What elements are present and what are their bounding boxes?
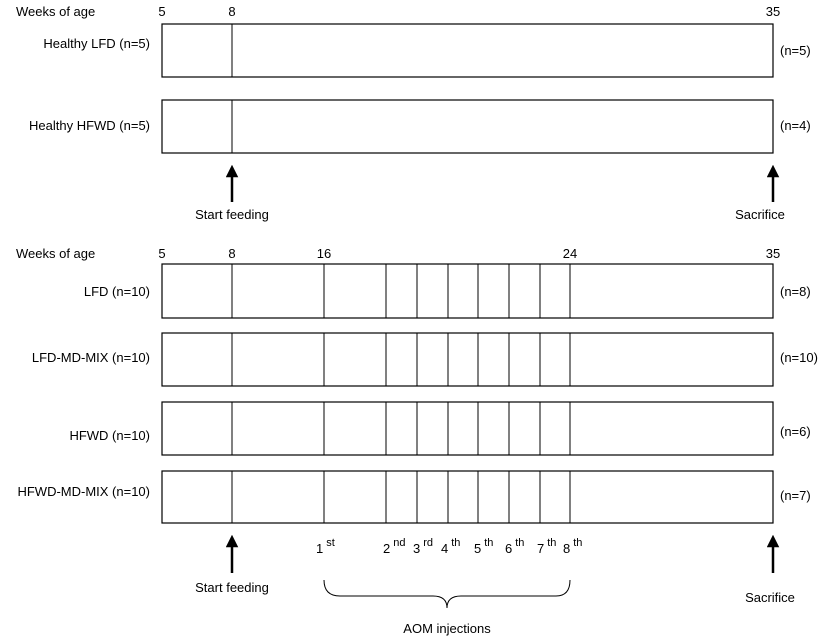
bar-healthy-hfwd — [161, 99, 774, 154]
aom-injections-label: AOM injections — [403, 621, 491, 636]
bottom-week-5: 5 — [158, 246, 165, 261]
bottom-week-8: 8 — [228, 246, 235, 261]
final-n-healthy-hfwd: (n=4) — [780, 118, 811, 133]
group-label-healthy-hfwd: Healthy HFWD (n=5) — [29, 118, 150, 133]
group-label-lfd-md-mix: LFD-MD-MIX (n=10) — [32, 350, 150, 365]
bottom-sacrifice-label: Sacrifice — [745, 590, 795, 605]
final-n-lfd-md-mix: (n=10) — [780, 350, 818, 365]
top-start-feeding-label: Start feeding — [195, 207, 269, 222]
top-week-8: 8 — [228, 4, 235, 19]
bottom-week-24: 24 — [563, 246, 577, 261]
final-n-hfwd: (n=6) — [780, 424, 811, 439]
group-label-lfd: LFD (n=10) — [84, 284, 150, 299]
bar-lfd-md-mix — [161, 332, 774, 387]
bottom-axis-label: Weeks of age — [16, 246, 95, 261]
bottom-start-feeding-label: Start feeding — [195, 580, 269, 595]
top-week-5: 5 — [158, 4, 165, 19]
final-n-healthy-lfd: (n=5) — [780, 43, 811, 58]
top-timeline: Weeks of age 5 8 35 Healthy LFD (n=5) (n… — [16, 4, 811, 222]
bottom-week-16: 16 — [317, 246, 331, 261]
bar-healthy-lfd — [161, 23, 774, 78]
bottom-week-35: 35 — [766, 246, 780, 261]
top-axis-label: Weeks of age — [16, 4, 95, 19]
injection-brace-icon — [323, 579, 571, 609]
top-week-35: 35 — [766, 4, 780, 19]
bar-lfd — [161, 263, 774, 319]
top-sacrifice-label: Sacrifice — [735, 207, 785, 222]
bar-hfwd — [161, 401, 774, 456]
final-n-lfd: (n=8) — [780, 284, 811, 299]
group-label-hfwd: HFWD (n=10) — [69, 428, 150, 443]
bottom-timeline: Weeks of age 5 8 16 24 35 LFD (n=10) (n=… — [16, 246, 818, 636]
group-label-hfwd-md-mix: HFWD-MD-MIX (n=10) — [17, 484, 150, 499]
bar-hfwd-md-mix — [161, 470, 774, 524]
group-label-healthy-lfd: Healthy LFD (n=5) — [43, 36, 150, 51]
final-n-hfwd-md-mix: (n=7) — [780, 488, 811, 503]
